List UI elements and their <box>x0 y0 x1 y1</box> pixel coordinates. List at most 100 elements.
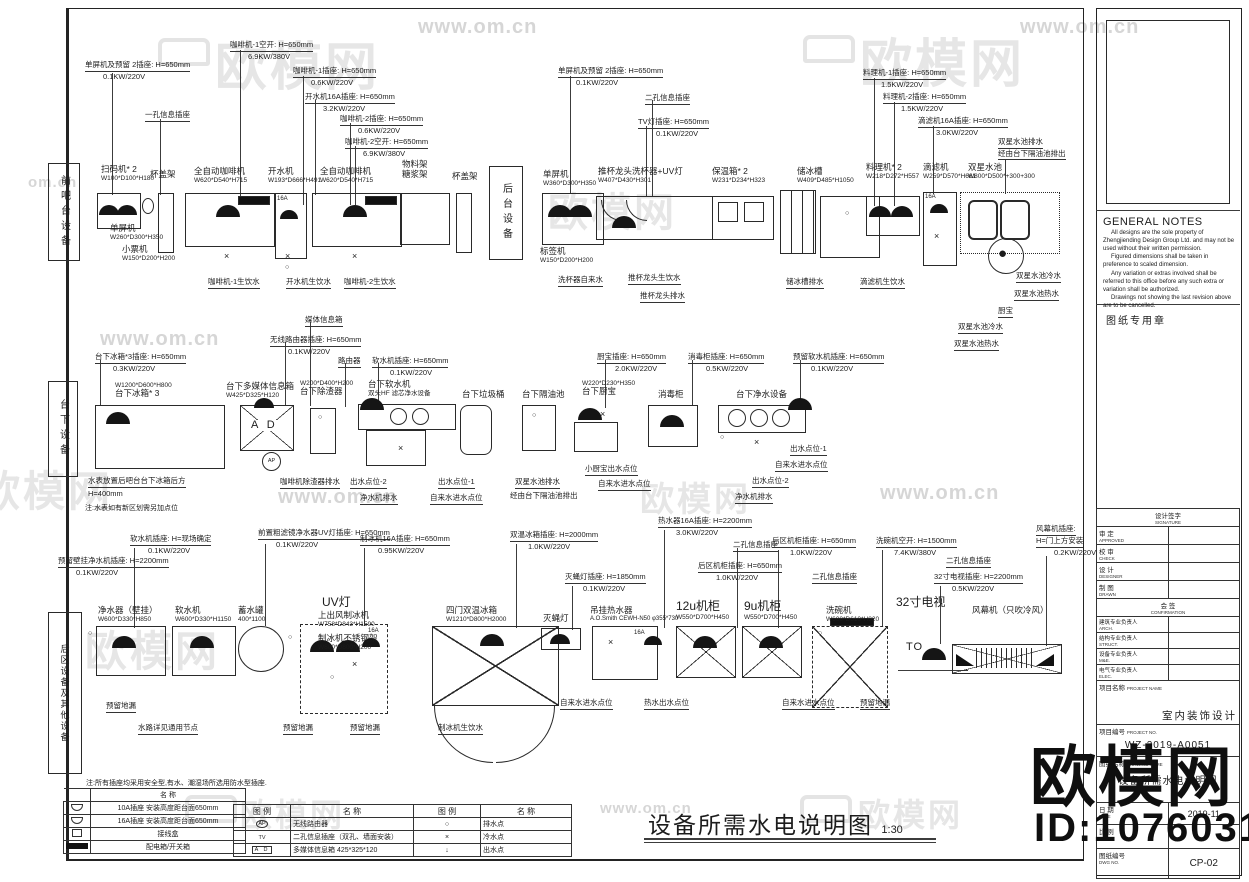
water-label: 洗杯器自来水 <box>558 274 603 287</box>
breaker-16a-label: 16A <box>634 630 645 636</box>
ann-text: H=门上方安装 <box>1036 536 1084 549</box>
eq-dims: W150*D200*H200 <box>122 254 176 262</box>
filter-cartridge-icon <box>390 408 407 425</box>
legend-name: 二孔信息插座（双孔、墙面安装） <box>290 830 414 844</box>
lamp-dome-icon <box>99 205 119 215</box>
ann-power: 0.6KW/220V <box>358 126 401 136</box>
drain-icon: ○ <box>285 264 290 271</box>
annotation: 路由器 <box>338 356 361 369</box>
sig-title-en: SIGNATURE <box>1155 520 1181 525</box>
ann-power: 1.5KW/220V <box>881 80 924 90</box>
leader-line <box>778 550 779 628</box>
watermark-url: www.om.cn <box>418 16 538 38</box>
ice-maker-box <box>300 624 388 714</box>
title-underline <box>644 838 936 840</box>
conf-title: 会 签 <box>1160 603 1176 610</box>
softener-head-box <box>358 404 456 430</box>
faucet-icon: × <box>285 251 291 261</box>
leader-line <box>315 100 316 195</box>
legend-name: 排水点 <box>480 817 572 831</box>
water-label: 预留地漏 <box>283 722 313 735</box>
project-name-value: 室内装饰设计 <box>1162 710 1237 722</box>
stamp-section-label: 图纸专用章 <box>1106 316 1166 327</box>
wall-purifier-box <box>96 626 166 676</box>
eq-dims: W600*D330*H850 <box>98 615 152 623</box>
ann-power: 0.1KW/220V <box>276 540 319 550</box>
eq-dims: 双头HF 滤芯净水设备 <box>368 389 431 397</box>
general-notes-body: All designs are the sole property of Zhe… <box>1103 230 1235 312</box>
conf-title-en: CONFIRMATION <box>1150 610 1186 615</box>
descaler-box <box>310 408 336 454</box>
air-curtain-hatch <box>976 648 1036 668</box>
tv-wall-line <box>898 670 968 671</box>
eq-dims: W193*D666*H491 <box>268 176 322 184</box>
sig-blank-cell <box>1167 544 1240 563</box>
ann-power: 3.0KW/220V <box>676 528 719 538</box>
legend-row: 10A插座 安装高度距台面650mm <box>63 801 246 815</box>
watermark-brand: 欧模网 <box>0 468 114 515</box>
sterilizer-box <box>648 405 698 447</box>
water-label: 水表放置后吧台台下冰箱后方 <box>88 475 186 488</box>
screen-box <box>542 193 604 245</box>
ann-power: 0.2KW/220V <box>1054 548 1097 558</box>
water-label: 厨宝 <box>998 305 1013 318</box>
eq-name: 12u机柜 <box>676 599 721 613</box>
lamp-dome-icon <box>693 636 717 648</box>
legend-symbol-cell: ↓ <box>413 843 481 857</box>
eq-dims: W550*D700*H450 <box>744 613 798 621</box>
sig-label: 设 计 <box>1099 567 1114 574</box>
lamp-dome-icon <box>869 206 891 217</box>
cold-water-icon: × <box>444 833 450 841</box>
ann-power: 1.0KW/220V <box>528 542 571 552</box>
equipment-box <box>97 193 141 229</box>
project-no-label: 项目编号 <box>1099 729 1125 736</box>
leader-line <box>160 119 161 195</box>
general-note: Drawings not showing the last revision a… <box>1103 295 1232 310</box>
eq-name: 四门双温冰箱 <box>446 605 498 615</box>
tv-symbol: TV <box>258 834 266 841</box>
lamp-dome-icon <box>310 640 334 652</box>
eq-name: 灭蝇灯 <box>543 613 569 623</box>
lamp-dome-icon <box>112 636 136 648</box>
leader-line <box>894 102 895 206</box>
title-underline <box>644 842 936 843</box>
annotation: 二孔信息插座 <box>812 572 857 585</box>
equipment-label: 台下净水设备 <box>736 389 787 400</box>
annotation: 二孔信息插座 <box>733 540 778 553</box>
sink-bowl <box>968 200 998 240</box>
sig-blank-cell <box>1167 616 1240 633</box>
equipment-label: 灭蝇灯 <box>543 613 569 624</box>
legend-table-right: 图 例 名 称 图 例 名 称 AP 无线路由器 ○ 排水点 TV 二孔信息插座… <box>233 804 572 857</box>
eq-name: 蓄水罐 <box>238 605 264 615</box>
water-label: 预留地漏 <box>860 697 890 710</box>
ann-power: 1.0KW/220V <box>790 548 833 558</box>
sig-blank-cell <box>1167 562 1240 581</box>
legend-symbol-cell <box>63 814 91 828</box>
legend-header: 名 称 <box>290 804 414 818</box>
